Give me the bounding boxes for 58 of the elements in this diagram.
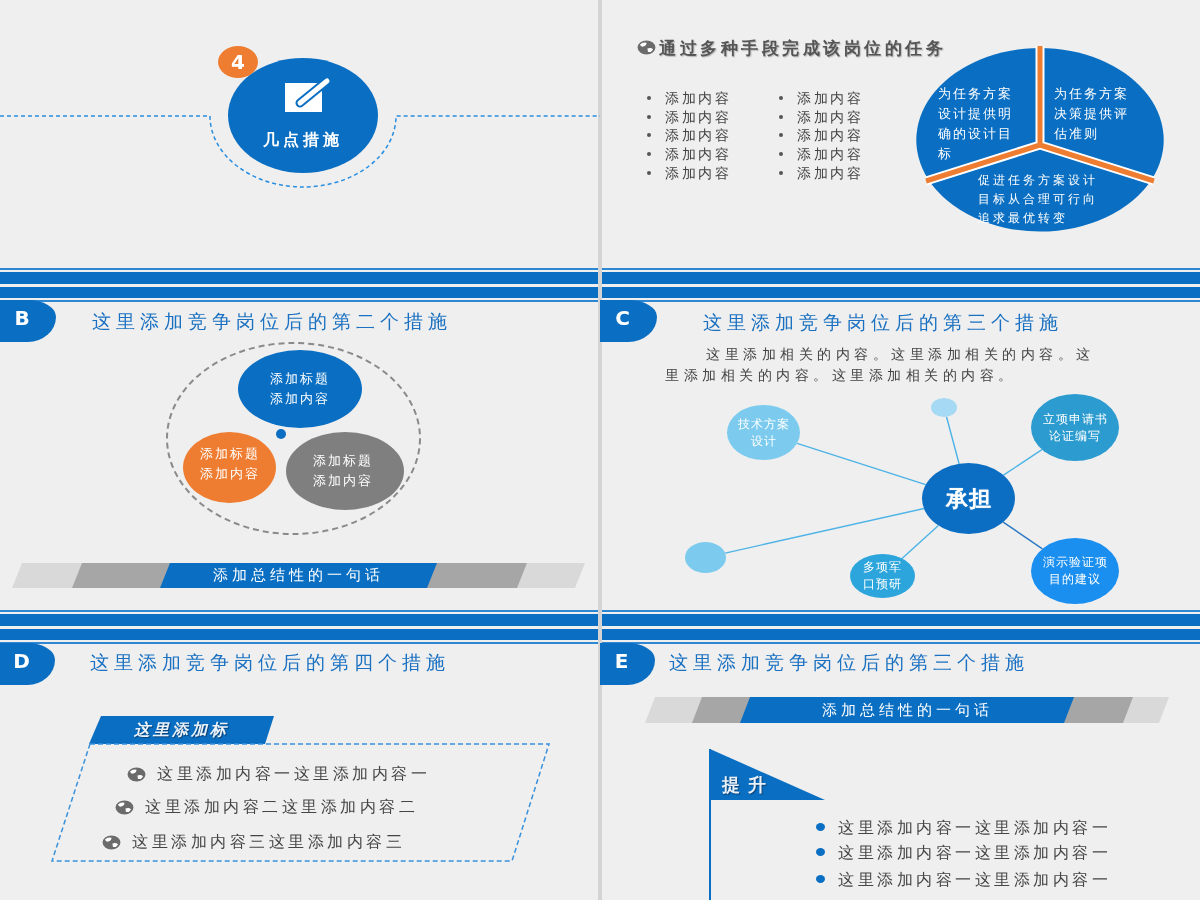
small-bubble [685,542,726,573]
list-item-text: 添加内容 [665,164,731,182]
topic-bubble: 多项军口预研 [850,554,915,598]
petal-title: 添加标题 [270,370,330,388]
list-item-text: 这里添加内容一这里添加内容一 [838,818,1111,838]
slide-title: 这里添加竞争岗位后的第三个措施 [703,310,1063,335]
list-item-text: 这里添加内容一这里添加内容一 [838,870,1111,890]
list-item-text: 添加内容 [797,108,863,126]
topic-bubble: 承担 [922,463,1015,534]
summary-banner: 添加总结性的一句话 [160,563,437,588]
connector-line [1002,521,1044,550]
list-item-text: 添加内容 [665,108,731,126]
slice-text: 为任务方案设计提供明确的设计目标 [938,85,1014,163]
connector-line [724,507,925,554]
slide-title: 这里添加竞争岗位后的第四个措施 [90,650,450,675]
heading-tab: 这里添加标 [89,716,274,744]
dashed-ring [166,342,421,535]
petal-text: 添加内容 [199,464,260,483]
connector-line [945,416,960,465]
dashed-frame [52,744,549,861]
list-item-text: 添加内容 [665,89,731,107]
section-heading: 通过多种手段完成该岗位的任务 [659,37,946,59]
list-item-text: 添加内容 [797,89,863,107]
number-badge: 4 [218,46,258,78]
list-item-text: 这里添加内容一这里添加内容一 [157,764,430,784]
petal-title: 添加标题 [199,444,260,463]
list-item-text: 这里添加内容二这里添加内容二 [145,797,418,817]
small-bubble [931,398,957,417]
connector-line [1002,448,1043,476]
petal-text: 添加内容 [313,472,373,490]
list-item-text: 添加内容 [797,126,863,144]
list-item-text: 这里添加内容三这里添加内容三 [132,832,405,852]
letter-badge: C [600,300,657,342]
list-item-text: 添加内容 [665,126,731,144]
letter-badge: E [600,643,655,685]
topic-bubble: 立项申请书论证编写 [1031,394,1119,461]
connector-line [796,442,927,486]
list-item-text: 添加内容 [665,145,731,163]
slide-title: 这里添加竞争岗位后的第三个措施 [669,650,1029,675]
petal-title: 添加标题 [313,452,373,470]
petal-text: 添加内容 [270,390,330,408]
slice-text: 促进任务方案设计目标从合理可行向追求最优转变 [978,172,1099,227]
slice-text: 为任务方案决策提供评估准则 [1054,85,1130,143]
flag-text: 提升 [722,775,774,795]
letter-badge: B [0,300,56,342]
circle-caption: 几点措施 [263,130,343,151]
list-item-text: 添加内容 [797,164,863,182]
slide-title: 这里添加竞争岗位后的第二个措施 [92,309,452,334]
body-paragraph: 这里添加相关的内容。这里添加相关的内容。这里添加相关的内容。这里添加相关的内容。 [665,345,1096,385]
list-item-text: 添加内容 [797,145,863,163]
flag-banner [710,749,825,800]
letter-badge: D [0,643,55,685]
summary-banner: 添加总结性的一句话 [740,697,1074,723]
petal-shape [183,432,276,503]
topic-bubble: 演示验证项目的建议 [1031,538,1119,604]
topic-bubble: 技术方案设计 [727,405,800,460]
connector-line [901,524,940,560]
list-item-text: 这里添加内容一这里添加内容一 [838,843,1111,863]
